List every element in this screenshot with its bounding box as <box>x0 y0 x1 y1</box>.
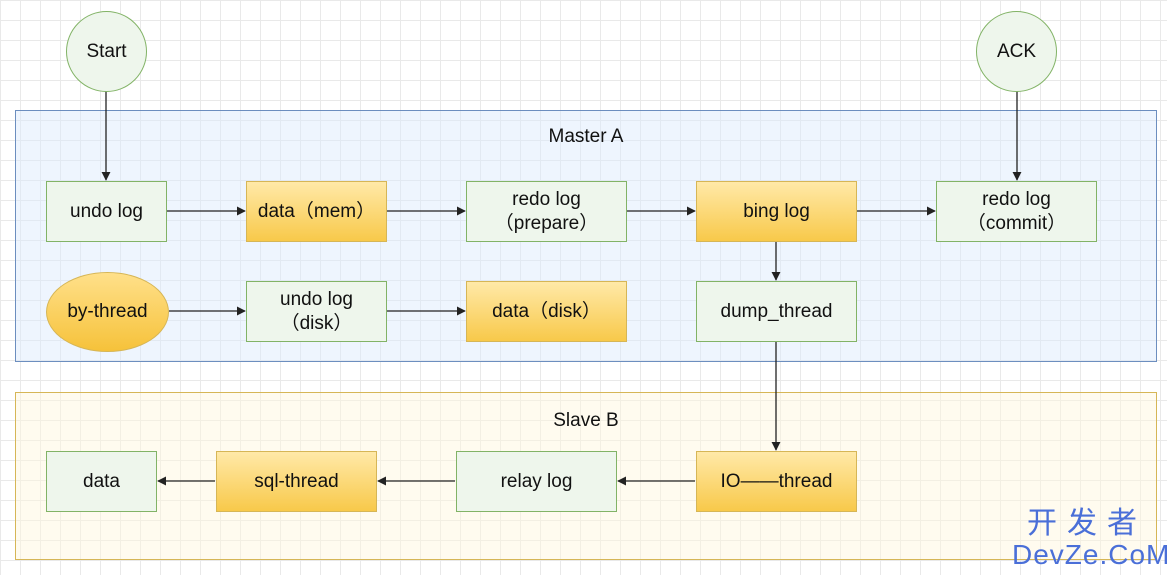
undo-log-node: undo log <box>46 181 167 242</box>
slave-b-container: Slave B <box>15 392 1157 560</box>
redo-log-commit-node: redo log （commit） <box>936 181 1097 242</box>
start-node: Start <box>66 11 147 92</box>
by-thread-node: by-thread <box>46 272 169 352</box>
io-thread-node: IO——thread <box>696 451 857 512</box>
watermark-cn: 开发者 <box>1027 507 1147 540</box>
sql-thread-node: sql-thread <box>216 451 377 512</box>
data-disk-node: data（disk） <box>466 281 627 342</box>
data-node: data <box>46 451 157 512</box>
undo-log-disk-node: undo log （disk） <box>246 281 387 342</box>
site-watermark: 开发者 DevZe.CoM <box>1012 507 1167 570</box>
dump-thread-node: dump_thread <box>696 281 857 342</box>
ack-node: ACK <box>976 11 1057 92</box>
watermark-en: DevZe.CoM <box>1012 539 1167 570</box>
relay-log-node: relay log <box>456 451 617 512</box>
slave-b-title: Slave B <box>553 410 619 431</box>
master-a-title: Master A <box>548 126 624 147</box>
data-mem-node: data（mem） <box>246 181 387 242</box>
bing-log-node: bing log <box>696 181 857 242</box>
redo-log-prepare-node: redo log （prepare） <box>466 181 627 242</box>
